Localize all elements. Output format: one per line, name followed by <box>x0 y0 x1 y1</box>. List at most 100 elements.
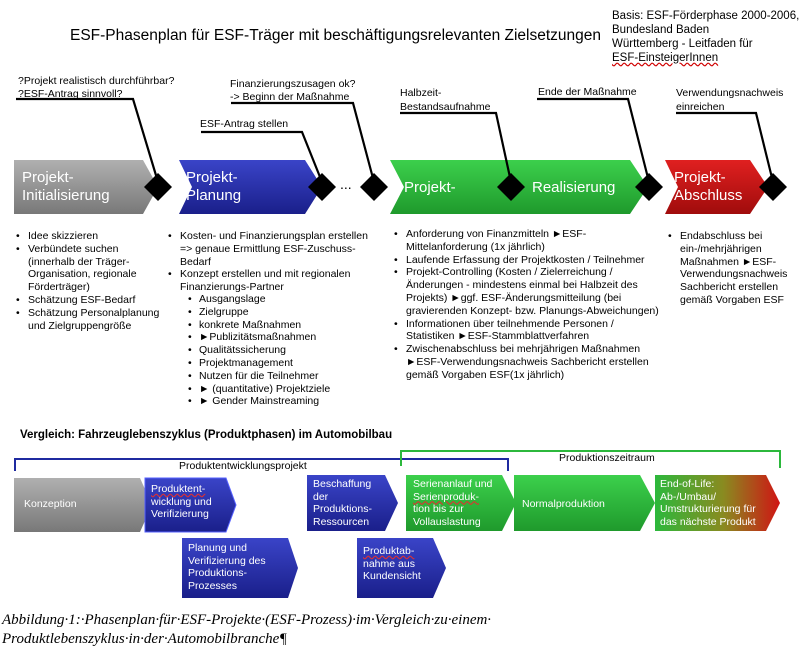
box-planung-shape <box>182 538 298 598</box>
sub-list-item: Nutzen für die Teilnehmer <box>188 370 371 383</box>
milestone-diamond <box>759 173 787 201</box>
basis-note: Basis: ESF-Förderphase 2000-2006, Bundes… <box>612 9 802 65</box>
box-beschaffung-shape <box>307 475 398 531</box>
caption-line: Produktlebenszyklus·in·der·Automobilbran… <box>2 631 288 647</box>
milestone-text: Halbzeit- <box>400 87 442 99</box>
milestone-text: ESF-Antrag stellen <box>200 118 289 130</box>
milestone-label-report: Verwendungsnachweis einreichen <box>676 86 783 114</box>
box-produktabnahme: Produktab- nahme aus Kundensicht <box>363 545 421 583</box>
phase-text: Projekt- <box>186 169 238 186</box>
phase-text: Projekt- <box>674 169 726 186</box>
milestone-diamond <box>144 173 172 201</box>
box-normalproduktion: Normalproduktion <box>522 498 605 510</box>
phase-init-chevron <box>14 160 158 214</box>
milestone-diamond <box>497 173 525 201</box>
list-item: Idee skizzieren <box>14 230 164 243</box>
bracket-development <box>14 458 509 471</box>
milestone-text: ?ESF-Antrag sinnvoll? <box>18 88 123 100</box>
phase-text: Abschluss <box>674 187 743 204</box>
phase-close-chevron <box>665 160 768 214</box>
box-text: wicklung und <box>151 495 212 508</box>
box-endoflife: End-of-Life: Ab-/Umbau/ Umstrukturierung… <box>660 478 756 528</box>
sub-list-item: Ausgangslage <box>188 293 371 306</box>
milestone-label-feasibility: ?Projekt realistisch durchführbar? ?ESF-… <box>18 75 174 101</box>
box-text: Vollauslastung <box>413 515 481 528</box>
caption-line: Abbildung·1:·Phasenplan·für·ESF-Projekte… <box>2 612 492 628</box>
list-item-text: Konzept erstellen und mit regionalen Fin… <box>180 268 351 294</box>
bracket-development-label: Produktentwicklungsprojekt <box>176 460 310 472</box>
box-text: Produktent- <box>151 483 206 495</box>
sub-list-item: Projektmanagement <box>188 357 371 370</box>
box-produktentwicklung: Produktent- wicklung und Verifizierung <box>151 483 212 521</box>
basis-line: ESF-EinsteigerInnen <box>612 52 719 64</box>
sub-list-item: ► Gender Mainstreaming <box>188 395 371 408</box>
phase-close-label: Projekt- Abschluss <box>674 169 742 205</box>
list-item: Zwischenabschluss bei mehrjährigen Maßna… <box>392 343 660 381</box>
list-item: Informationen über teilnehmende Personen… <box>392 318 660 344</box>
list-item: Anforderung von Finanzmitteln ►ESF-Mitte… <box>392 228 660 254</box>
box-text: nahme aus <box>363 557 415 570</box>
sub-list-item: konkrete Maßnahmen <box>188 319 371 332</box>
box-konzeption-shape <box>14 478 152 532</box>
bullets-realisation: Anforderung von Finanzmitteln ►ESF-Mitte… <box>392 228 660 382</box>
box-produktabnahme-shape <box>357 538 446 598</box>
list-item: Kosten- und Finanzierungsplan erstellen … <box>166 230 371 268</box>
phase-real-label-right: Realisierung <box>532 179 616 196</box>
phase-init-label: Projekt- Initialisierung <box>22 169 110 205</box>
box-beschaffung: Beschaffung der Produktions-Ressourcen <box>313 478 372 528</box>
phase-plan-chevron <box>179 160 322 214</box>
sub-list-item: Zielgruppe <box>188 306 371 319</box>
phase-plan-label: Projekt- Planung <box>186 169 241 205</box>
bullets-planning: Kosten- und Finanzierungsplan erstellen … <box>166 230 371 294</box>
milestone-text: -> Beginn der Maßnahme <box>230 91 350 103</box>
milestone-label-funding: Finanzierungszusagen ok? -> Beginn der M… <box>230 78 356 104</box>
box-produktentwicklung-shape <box>144 477 237 533</box>
phase-text: Projekt- <box>22 169 74 186</box>
phase-text: Initialisierung <box>22 187 110 204</box>
list-item: Endabschluss bei ein-/mehrjährigen Maßna… <box>666 230 798 307</box>
milestone-diamond <box>635 173 663 201</box>
sub-list: Ausgangslage Zielgruppe konkrete Maßnahm… <box>166 293 371 408</box>
milestone-diamonds <box>144 173 787 201</box>
milestone-label-midterm: Halbzeit- Bestandsaufnahme <box>400 86 490 114</box>
milestone-label-application: ESF-Antrag stellen <box>200 118 288 131</box>
sub-list-item: ►Publizitätsmaßnahmen <box>188 331 371 344</box>
milestone-text: Bestandsaufnahme <box>400 101 491 113</box>
basis-line: Bundesland Baden <box>612 24 710 36</box>
box-text: tion bis zur <box>413 503 464 515</box>
bullets-planning-sub: Ausgangslage Zielgruppe konkrete Maßnahm… <box>166 293 371 408</box>
milestone-text: einreichen <box>676 101 725 113</box>
diagram-title: ESF-Phasenplan für ESF-Träger mit beschä… <box>70 27 602 44</box>
figure-caption: Abbildung·1:·Phasenplan·für·ESF-Projekte… <box>2 611 802 649</box>
milestone-leaders <box>16 97 775 183</box>
sub-list-item: Qualitätssicherung <box>188 344 371 357</box>
milestone-diamond <box>360 173 388 201</box>
box-text: Produktab- <box>363 545 415 557</box>
basis-line: Basis: ESF-Förderphase 2000-2006, <box>612 10 800 22</box>
milestone-text: ?Projekt realistisch durchführbar? <box>18 75 175 87</box>
list-item: Schätzung Personalplanung und Zielgruppe… <box>14 307 164 333</box>
milestone-text: Ende der Maßnahme <box>538 86 637 98</box>
box-serienanlauf-shape <box>406 475 516 531</box>
box-planung: Planung und Verifizierung des Produktion… <box>188 542 266 592</box>
bracket-production <box>400 450 781 468</box>
ellipsis: ... <box>340 176 352 192</box>
list-item: Schätzung ESF-Bedarf <box>14 294 164 307</box>
milestone-text: Finanzierungszusagen ok? <box>230 78 356 90</box>
bullets-closing: Endabschluss bei ein-/mehrjährigen Maßna… <box>666 230 798 307</box>
bracket-production-label: Produktionszeitraum <box>556 452 658 464</box>
list-item: Projekt-Controlling (Kosten / Zielerreic… <box>392 266 660 317</box>
basis-line: Württemberg - Leitfaden für <box>612 38 753 50</box>
list-item: Konzept erstellen und mit regionalen Fin… <box>166 268 371 294</box>
sub-list-item: ► (quantitative) Projektziele <box>188 383 371 396</box>
box-text: Serienanlauf und <box>413 478 493 490</box>
phase-real-label-left: Projekt- <box>404 179 456 196</box>
comparison-title: Vergleich: Fahrzeuglebenszyklus (Produkt… <box>20 429 393 441</box>
box-konzeption: Konzeption <box>24 498 77 510</box>
box-serienanlauf: Serienanlauf und Serienproduk- tion bis … <box>413 478 492 528</box>
box-text: Verifizierung <box>151 508 209 520</box>
bullets-initialisation: Idee skizzieren Verbündete suchen (inner… <box>14 230 164 332</box>
box-normalproduktion-shape <box>514 475 655 531</box>
milestone-text: Verwendungsnachweis <box>676 87 784 99</box>
